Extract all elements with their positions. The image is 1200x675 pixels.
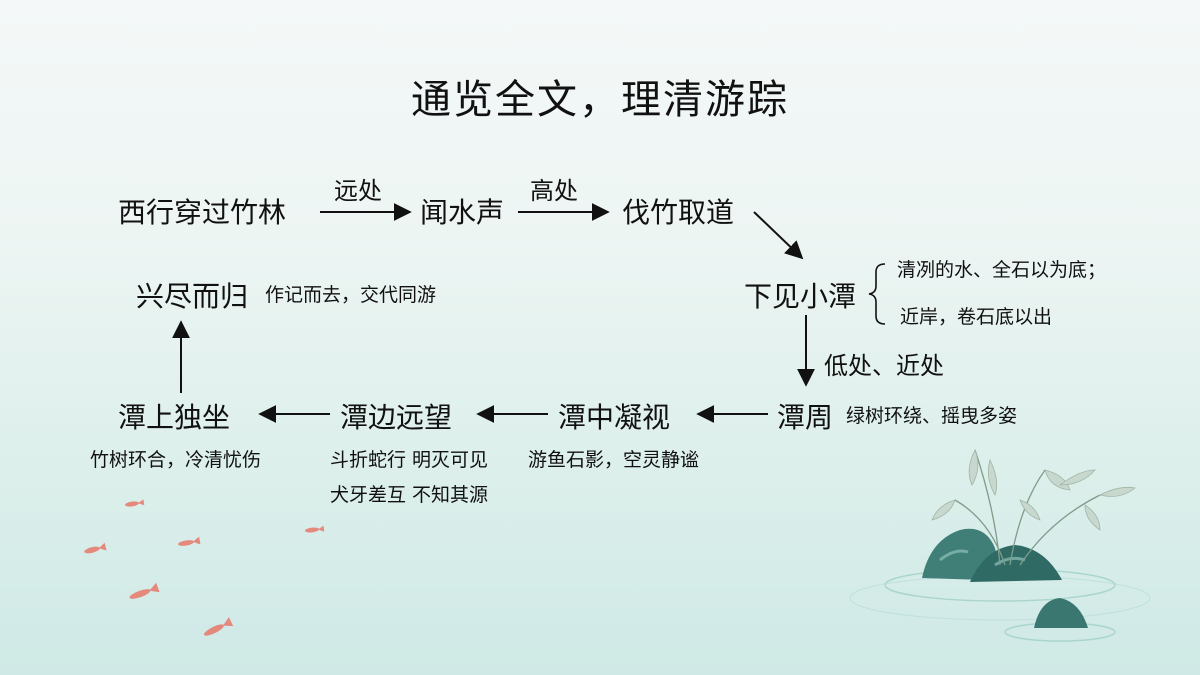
node-return-home: 兴尽而归 bbox=[136, 280, 249, 313]
page-title: 通览全文，理清游踪 bbox=[411, 77, 789, 123]
node-small-pond: 下见小潭 bbox=[744, 280, 857, 313]
note-pond-water: 清冽的水、全石以为底； bbox=[897, 259, 1107, 281]
node-gaze-into-pond: 潭中凝视 bbox=[558, 401, 671, 434]
fish-icon bbox=[84, 542, 107, 554]
rock-icon bbox=[922, 528, 997, 580]
fish-icon bbox=[129, 582, 160, 599]
fish-icon bbox=[125, 499, 145, 507]
node-sit-alone: 潭上独坐 bbox=[118, 401, 231, 434]
node-pond-surroundings: 潭周 bbox=[777, 401, 834, 434]
note-lonely-feeling: 竹树环合，冷清忧伤 bbox=[90, 449, 262, 471]
note-jagged-banks: 犬牙差互 不知其源 bbox=[330, 484, 489, 506]
fish-group bbox=[84, 499, 325, 636]
node-west-through-bamboo: 西行穿过竹林 bbox=[118, 196, 287, 229]
node-look-afar: 潭边远望 bbox=[340, 401, 453, 434]
node-hear-water: 闻水声 bbox=[420, 196, 505, 229]
reed-icon bbox=[954, 449, 1101, 566]
note-pond-shore: 近岸，卷石底以出 bbox=[900, 306, 1053, 328]
fish-icon bbox=[204, 617, 234, 636]
edge-label-low-near: 低处、近处 bbox=[824, 352, 944, 380]
note-trees: 绿树环绕、摇曳多姿 bbox=[846, 405, 1018, 427]
fish-icon bbox=[305, 525, 325, 533]
note-leave-record: 作记而去，交代同游 bbox=[265, 284, 437, 306]
arrow-3-to-4 bbox=[753, 211, 804, 260]
edge-label-far: 远处 bbox=[334, 177, 382, 205]
rock-icon bbox=[1034, 598, 1088, 628]
rock-icon bbox=[970, 545, 1062, 582]
note-fish-shadows: 游鱼石影，空灵静谧 bbox=[528, 449, 700, 471]
brace bbox=[868, 263, 886, 325]
leaf-group bbox=[931, 449, 1136, 531]
rock-landscape bbox=[849, 449, 1151, 642]
edge-label-high: 高处 bbox=[530, 177, 578, 205]
fish-icon bbox=[178, 536, 201, 546]
node-cut-bamboo-path: 伐竹取道 bbox=[622, 196, 735, 229]
note-winding-stream: 斗折蛇行 明灭可见 bbox=[330, 449, 489, 471]
